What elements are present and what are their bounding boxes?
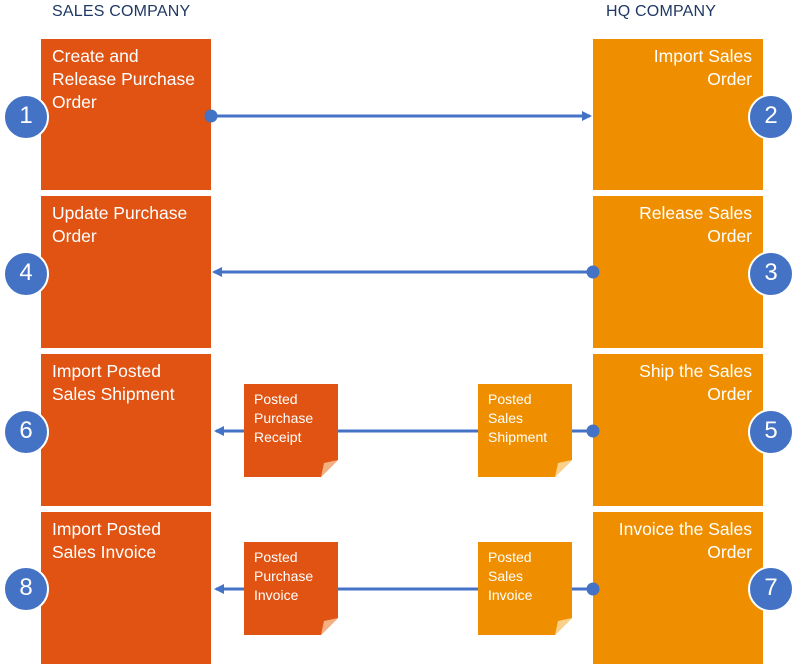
hq-box-row-2 — [593, 196, 763, 348]
step-number-2: 2 — [764, 102, 778, 129]
flow-arrow-row-1 — [204, 109, 592, 123]
step-circle-5 — [748, 409, 794, 455]
flow-arrow-row-3 — [214, 424, 600, 438]
step-3-label: Release Sales Order — [639, 203, 752, 246]
step-2-label: Import Sales Order — [653, 46, 752, 89]
step-number-7: 7 — [764, 574, 778, 601]
flow-arrow-row-2 — [212, 265, 600, 279]
step-5-label: Ship the Sales Order — [639, 361, 752, 404]
step-circle-8 — [3, 566, 49, 612]
step-circle-6 — [3, 409, 49, 455]
document-label-posted-purchase-receipt: Posted Purchase Receipt — [254, 391, 314, 445]
document-posted-purchase-receipt — [244, 384, 338, 477]
document-posted-sales-invoice — [478, 542, 572, 635]
document-label-posted-sales-invoice: Posted Sales Invoice — [488, 549, 533, 603]
step-circle-1 — [3, 94, 49, 140]
header-sales-company: SALES COMPANY — [52, 3, 191, 20]
document-posted-purchase-invoice — [244, 542, 338, 635]
document-label-posted-sales-shipment: Posted Sales Shipment — [488, 391, 548, 445]
sales-box-row-3 — [41, 354, 211, 506]
hq-box-row-4 — [593, 512, 763, 664]
step-number-3: 3 — [764, 259, 778, 286]
step-number-4: 4 — [19, 259, 33, 286]
hq-box-row-1 — [593, 39, 763, 190]
step-number-1: 1 — [19, 102, 33, 129]
hq-box-row-3 — [593, 354, 763, 506]
step-6-label: Import Posted Sales Shipment — [52, 361, 175, 404]
step-circle-3 — [748, 251, 794, 297]
header-hq-company: HQ COMPANY — [606, 3, 717, 20]
step-circle-7 — [748, 566, 794, 612]
step-number-6: 6 — [19, 417, 33, 444]
step-8-label: Import Posted Sales Invoice — [52, 519, 161, 562]
step-number-5: 5 — [764, 417, 778, 444]
step-circle-2 — [748, 94, 794, 140]
sales-box-row-4 — [41, 512, 211, 664]
step-1-label: Create and Release Purchase Order — [52, 46, 195, 112]
flow-arrow-row-4 — [214, 582, 600, 596]
sales-box-row-2 — [41, 196, 211, 348]
document-posted-sales-shipment — [478, 384, 572, 477]
step-4-label: Update Purchase Order — [52, 203, 188, 246]
step-7-label: Invoice the Sales Order — [618, 519, 752, 562]
sales-box-row-1 — [41, 39, 211, 190]
step-number-8: 8 — [19, 574, 33, 601]
step-circle-4 — [3, 251, 49, 297]
document-label-posted-purchase-invoice: Posted Purchase Invoice — [254, 549, 314, 603]
